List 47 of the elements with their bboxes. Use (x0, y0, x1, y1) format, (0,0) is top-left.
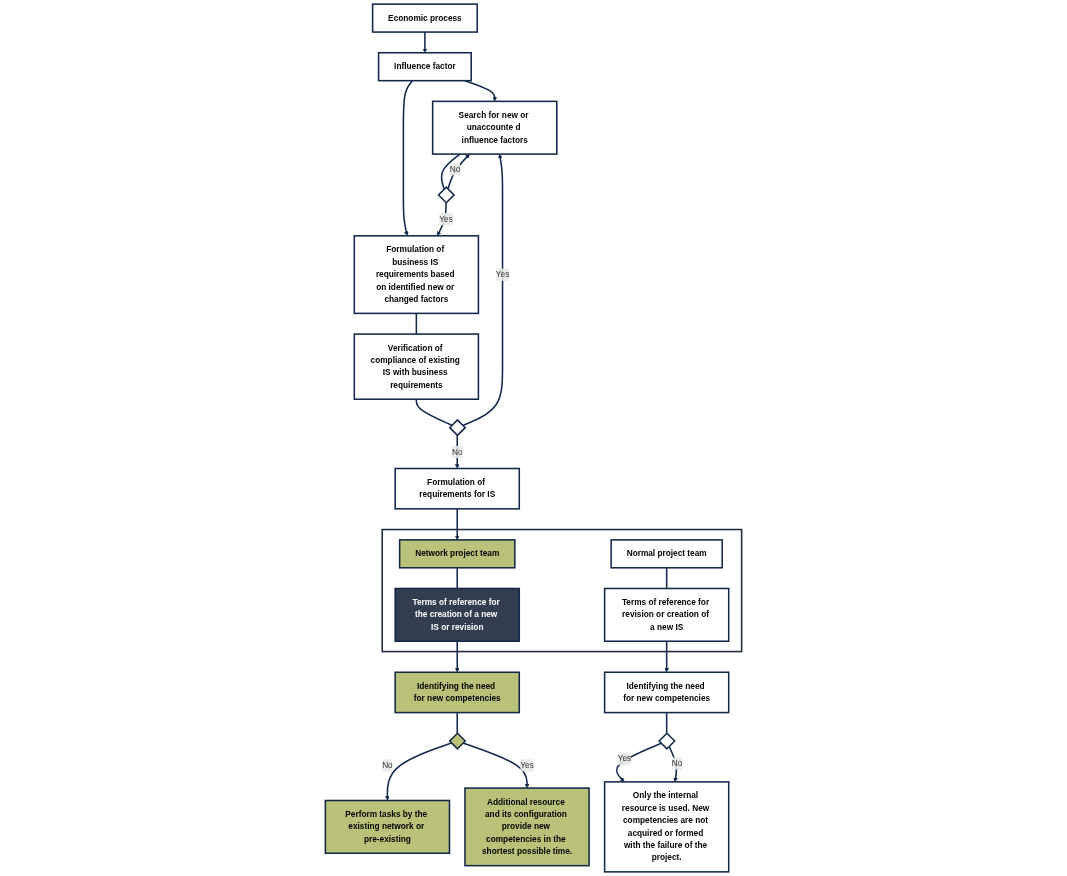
edge-label: Yes (439, 214, 453, 224)
node-box: Economic process (371, 3, 478, 33)
arrow (464, 79, 497, 102)
edge-label: No (451, 447, 463, 457)
node-box: Terms of reference for revision or creation of a new IS (603, 587, 730, 642)
node-box: Perform tasks by the existing network or pre-existing (324, 799, 451, 855)
node-box: Additional resource and its configuration provide new competencies in the shortest possible time. (464, 787, 590, 867)
node-box: Normal project team (610, 539, 723, 569)
arrow (447, 153, 470, 190)
node-diamond (448, 732, 467, 750)
edge-label: No (449, 164, 461, 174)
edge-label: No (382, 760, 393, 770)
arrow (454, 508, 460, 541)
arrow (615, 742, 662, 783)
arrow (402, 79, 414, 236)
node-diamond (658, 732, 676, 750)
node-box: Only the internal resource is used. New competencies are not acquired or formed with the failure of the project. (603, 781, 730, 873)
node-diamond (448, 418, 467, 437)
connector (440, 153, 461, 190)
node-box: Terms of reference for the creation of a new IS or revision (394, 587, 521, 642)
node-box: Formulation of business IS requirements based on identified new or changed factors (353, 235, 480, 315)
arrow (454, 640, 460, 673)
node-box: Network project team (398, 539, 516, 569)
connector (456, 567, 458, 590)
edge-label: Yes (495, 269, 510, 279)
arrow (462, 742, 530, 789)
connector (456, 711, 458, 735)
connector (415, 312, 418, 335)
arrow (422, 31, 428, 53)
edge-label: Yes (617, 754, 632, 763)
connector (665, 711, 668, 735)
cluster (381, 528, 743, 653)
connector (665, 567, 668, 590)
node-diamond (437, 186, 456, 204)
node-box: Formulation of requirements for IS (394, 467, 521, 510)
node-box: Search for new or unaccounte d influence factors (431, 100, 558, 155)
node-box: Identifying the need for new competencies (603, 671, 730, 714)
edge-label: Yes (520, 760, 534, 770)
arrow (385, 742, 453, 801)
node-box: Verification of compliance of existing IS with business requirements (353, 333, 480, 400)
arrow (462, 153, 504, 427)
arrow (668, 745, 678, 783)
node-box: Influence factor (377, 51, 472, 82)
arrow (664, 640, 669, 673)
edge-label: No (671, 758, 683, 768)
connector (415, 398, 453, 427)
node-box: Identifying the need for new competencies (394, 671, 521, 714)
